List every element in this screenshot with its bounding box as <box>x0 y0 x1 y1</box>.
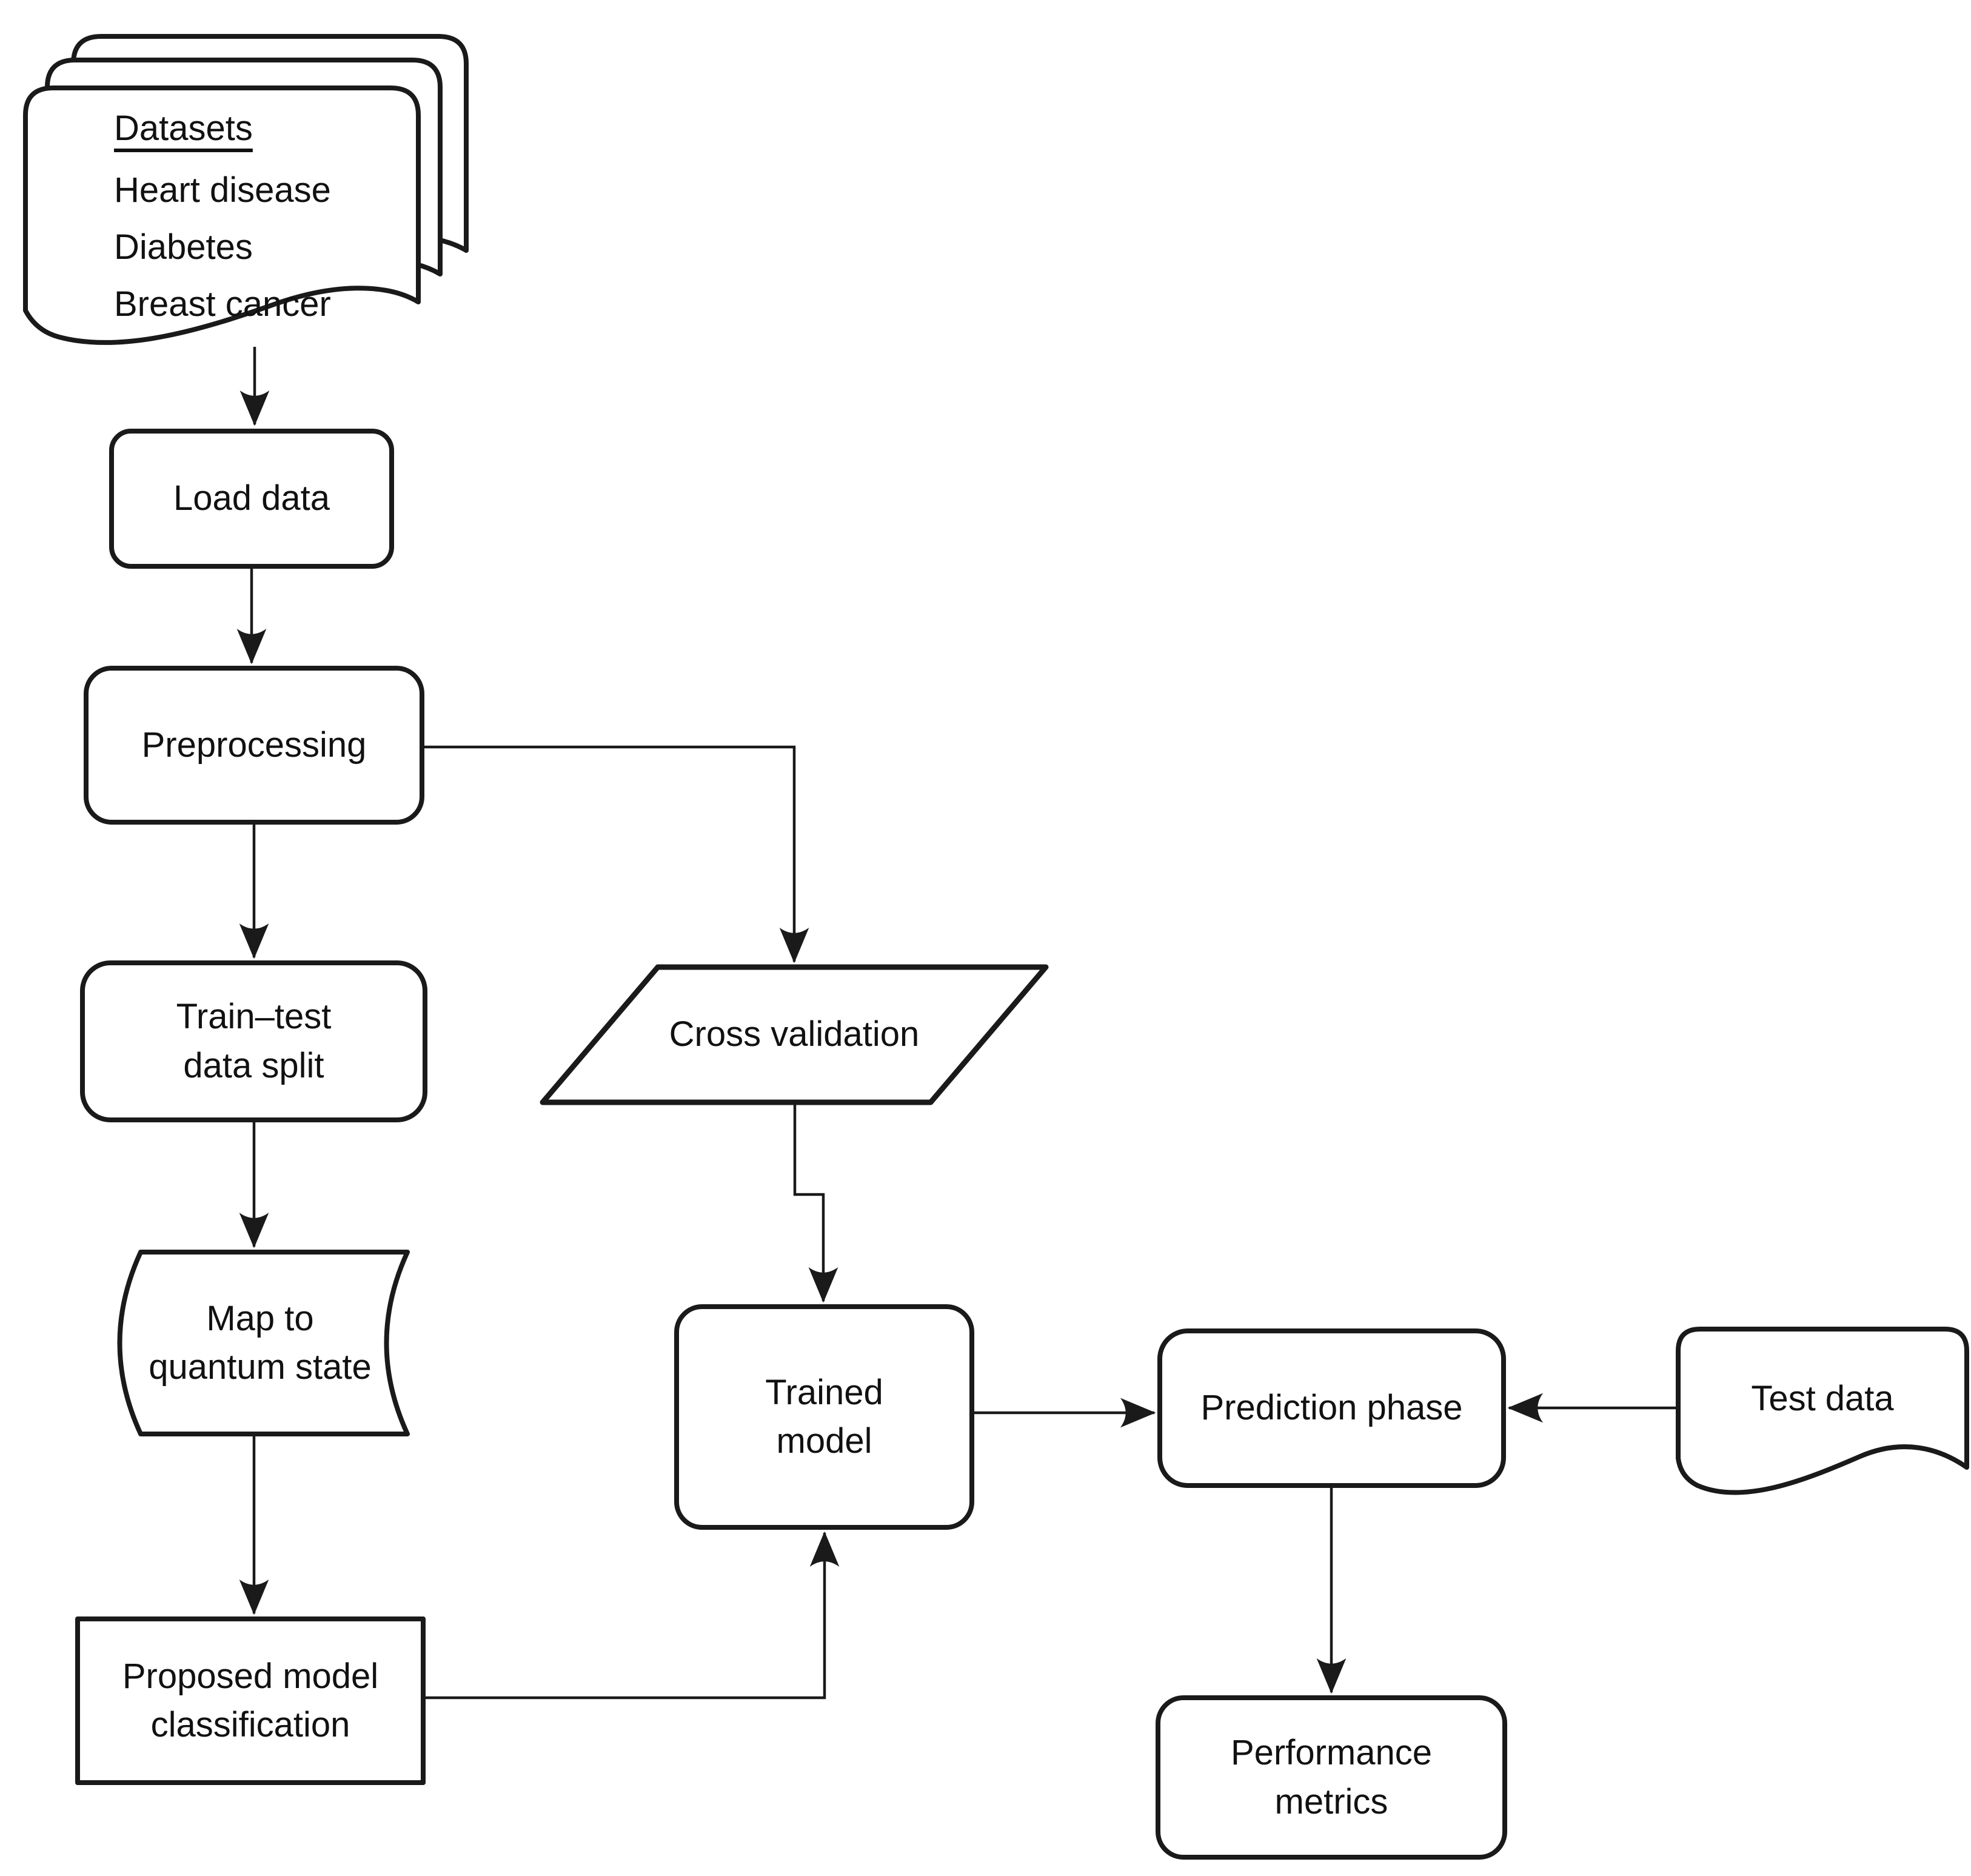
proposed-model-label: Proposed model classification <box>122 1656 379 1744</box>
datasets-item-heart-disease: Heart disease <box>114 170 331 210</box>
elbow-preprocessing-to-cross-validation <box>422 745 809 963</box>
cross-validation-shape <box>540 964 1049 1105</box>
datasets-title: Datasets <box>114 109 253 148</box>
datasets-item-diabetes: Diabetes <box>114 227 253 267</box>
map-quantum-label: Map to quantum state <box>149 1298 372 1387</box>
performance-metrics-shape <box>1156 1695 1507 1860</box>
map-quantum-shape <box>117 1250 410 1436</box>
elbow-cross-validation-to-trained-model <box>793 1102 838 1303</box>
train-test-label: Train–test data split <box>176 997 332 1085</box>
trained-model-shape <box>674 1304 974 1530</box>
datasets-item-breast-cancer: Breast cancer <box>114 284 331 324</box>
proposed-model-shape <box>75 1616 426 1785</box>
performance-metrics-label: Performance metrics <box>1230 1733 1433 1821</box>
test-data-label: Test data <box>1751 1378 1894 1418</box>
elbow-proposed-model-to-trained-model <box>423 1531 840 1700</box>
datasets-page-front-shape <box>23 85 421 345</box>
test-data-shape <box>1676 1327 1969 1495</box>
load-data-label: Load data <box>173 478 330 518</box>
prediction-phase-label: Prediction phase <box>1200 1388 1463 1428</box>
preprocessing-label: Preprocessing <box>141 725 367 765</box>
cross-validation-label: Cross validation <box>669 1014 920 1054</box>
trained-model-label: Trained model <box>765 1372 883 1461</box>
